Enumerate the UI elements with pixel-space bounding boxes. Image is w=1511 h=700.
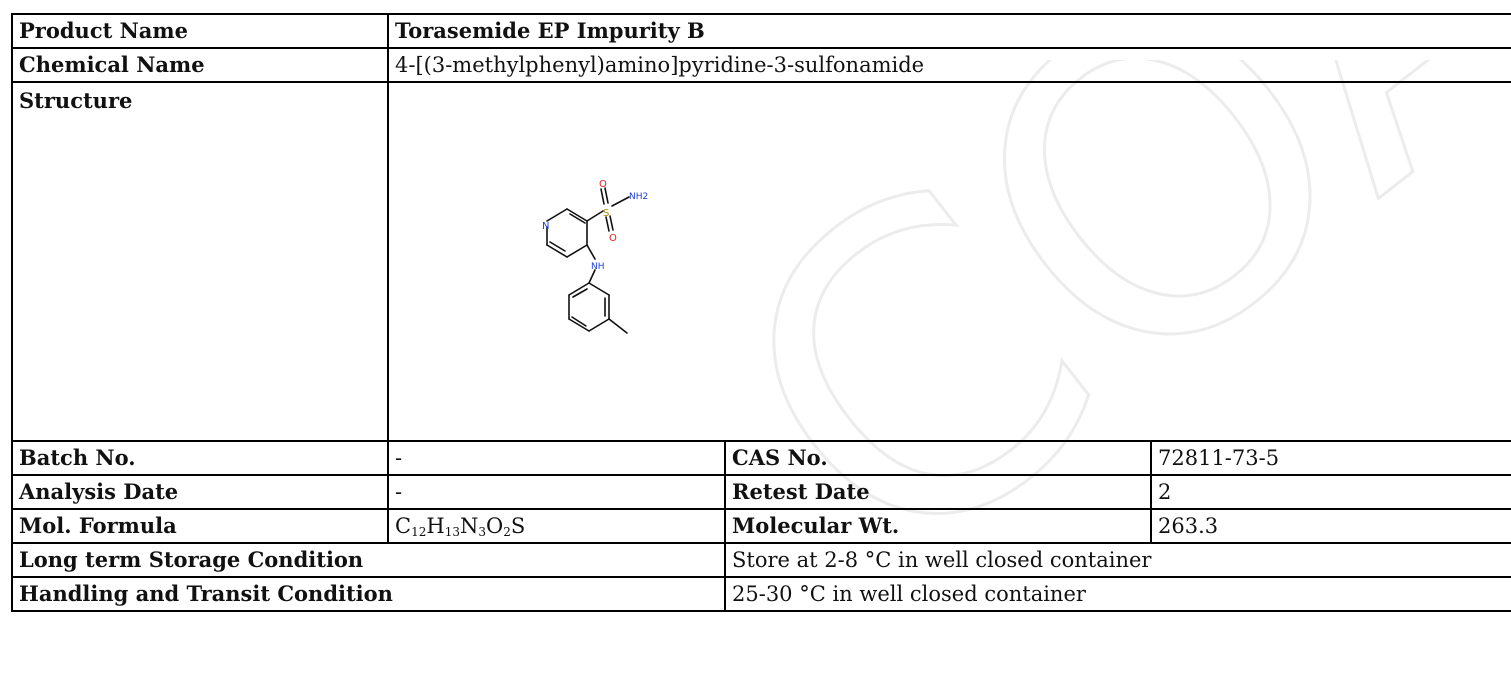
batch-no-value: - [387, 440, 726, 476]
row-storage: Long term Storage Condition Store at 2-8… [11, 542, 1511, 578]
formula-o: O [485, 513, 504, 538]
structure-label: Structure [11, 81, 389, 442]
cas-no-label: CAS No. [724, 440, 1152, 476]
mol-formula-label: Mol. Formula [11, 508, 389, 544]
coa-table: Product Name Torasemide EP Impurity B Ch… [11, 13, 1511, 612]
retest-date-label: Retest Date [724, 474, 1152, 510]
product-name-value: Torasemide EP Impurity B [386, 13, 1511, 49]
formula-n-count: 3 [478, 524, 486, 539]
formula-n: N [459, 513, 479, 538]
cas-no-value: 72811-73-5 [1149, 440, 1511, 476]
atom-o-top: O [599, 179, 607, 190]
row-handling: Handling and Transit Condition 25-30 °C … [11, 576, 1511, 612]
structure-cell: N S O O NH2 NH [386, 81, 1511, 442]
storage-condition-label: Long term Storage Condition [11, 542, 726, 578]
retest-date-value: 2 [1149, 474, 1511, 510]
formula-c: C [395, 513, 412, 538]
row-product-name: Product Name Torasemide EP Impurity B [11, 13, 1511, 49]
molecular-weight-label: Molecular Wt. [724, 508, 1152, 544]
atom-n-ring: N [542, 221, 549, 232]
atom-s: S [603, 208, 609, 219]
atom-nh: NH [591, 262, 605, 272]
storage-condition-value: Store at 2-8 °C in well closed container [723, 542, 1511, 578]
formula-c-count: 12 [411, 524, 427, 539]
mol-formula-value: C12H13N3O2S [387, 508, 726, 544]
chemical-name-value: 4-[(3-methylphenyl)amino]pyridine-3-sulf… [386, 47, 1511, 83]
analysis-date-value: - [387, 474, 726, 510]
row-dates: Analysis Date - Retest Date 2 [11, 474, 1511, 510]
formula-o-count: 2 [503, 524, 511, 539]
formula-h: H [426, 513, 445, 538]
handling-condition-value: 25-30 °C in well closed container [723, 576, 1511, 612]
batch-no-label: Batch No. [11, 440, 389, 476]
atom-o-bottom: O [609, 233, 617, 244]
analysis-date-label: Analysis Date [11, 474, 389, 510]
molecular-weight-value: 263.3 [1149, 508, 1511, 544]
product-name-label: Product Name [11, 13, 389, 49]
chemical-structure-drawing: N S O O NH2 NH [542, 179, 648, 334]
formula-s: S [510, 513, 526, 538]
handling-condition-label: Handling and Transit Condition [11, 576, 726, 612]
formula-h-count: 13 [444, 524, 460, 539]
row-chemical-name: Chemical Name 4-[(3-methylphenyl)amino]p… [11, 47, 1511, 83]
row-formula-weight: Mol. Formula C12H13N3O2S Molecular Wt. 2… [11, 508, 1511, 544]
chemical-name-label: Chemical Name [11, 47, 389, 83]
atom-nh2: NH2 [629, 192, 648, 202]
row-structure: Structure [11, 81, 1511, 442]
row-batch-cas: Batch No. - CAS No. 72811-73-5 [11, 440, 1511, 476]
